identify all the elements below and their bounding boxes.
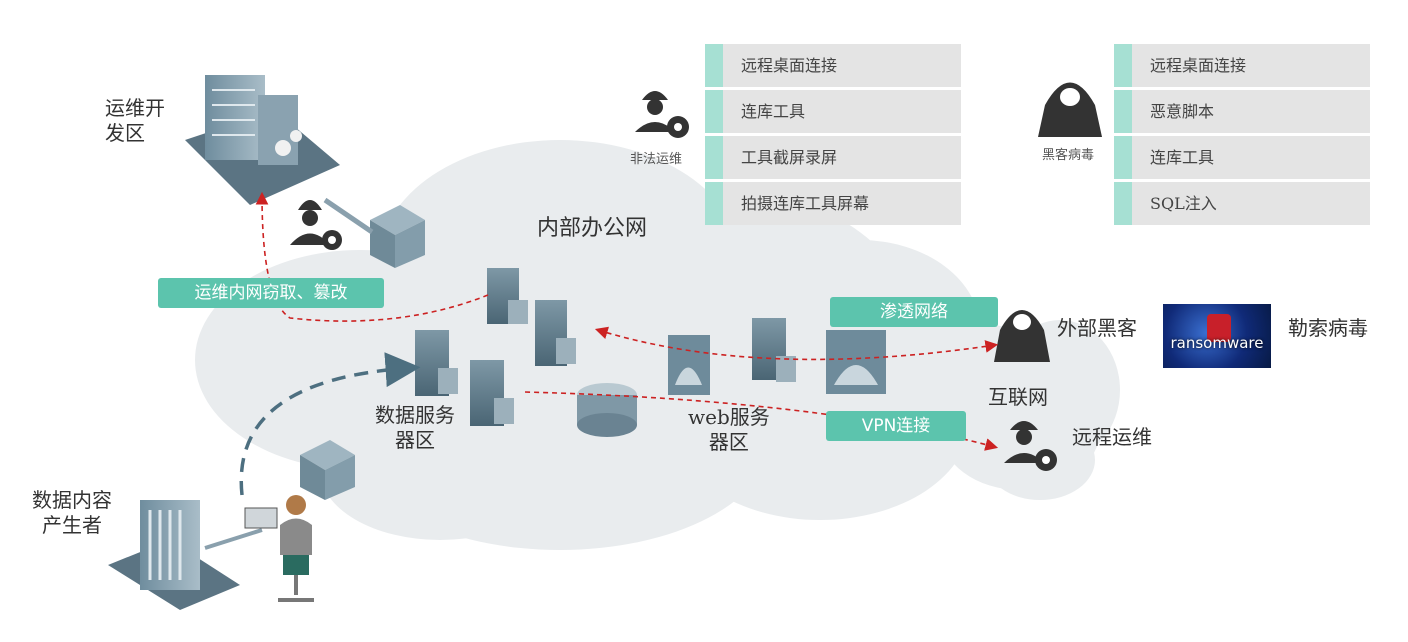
office-network-label: 内部办公网: [537, 216, 648, 241]
list-item: 连库工具: [1114, 136, 1370, 179]
producer-person-icon: [244, 495, 314, 602]
list-item: 连库工具: [705, 90, 961, 133]
remote-ops-label: 远程运维: [1072, 425, 1152, 449]
firewall-2: [826, 330, 886, 394]
list-item: 恶意脚本: [1114, 90, 1370, 133]
list-item: 远程桌面连接: [705, 44, 961, 87]
list-item: 拍摄连库工具屏幕: [705, 182, 961, 225]
web-server-zone-label: web服务器区: [688, 405, 770, 454]
hacker-method-list: 远程桌面连接 恶意脚本 连库工具 SQL注入: [1114, 44, 1370, 228]
illegal-ops-icon: [635, 91, 689, 138]
data-server-1: [487, 268, 528, 324]
content-producer-label: 数据内容产生者: [32, 488, 112, 537]
ransomware-label: 勒索病毒: [1288, 316, 1368, 340]
list-item: 远程桌面连接: [1114, 44, 1370, 87]
government-building: [108, 500, 240, 610]
list-item: 工具截屏录屏: [705, 136, 961, 179]
data-upload-path: [239, 352, 421, 496]
padlock-icon: [1207, 314, 1231, 342]
link-line: [323, 197, 374, 235]
internet-label: 互联网: [988, 385, 1048, 409]
external-hacker-icon: [994, 310, 1050, 362]
illegal-ops-list: 远程桌面连接 连库工具 工具截屏录屏 拍摄连库工具屏幕: [705, 44, 961, 228]
ops-dev-building: [185, 75, 340, 205]
hacker-icon: [1038, 82, 1102, 137]
remote-ops-icon: [1004, 421, 1057, 471]
ransomware-image: ransomware: [1163, 304, 1271, 368]
link-line: [204, 528, 263, 550]
data-server-4: [470, 360, 514, 426]
internal-theft-tag: 运维内网窃取、篡改: [158, 278, 384, 308]
penetration-tag: 渗透网络: [830, 297, 998, 327]
data-server-3: [415, 330, 458, 396]
penetration-path: [594, 326, 999, 361]
ops-dev-zone-label: 运维开发区: [105, 96, 165, 145]
gear-icon: [322, 230, 342, 250]
external-hacker-label: 外部黑客: [1057, 316, 1137, 340]
access-switch-icon: [300, 440, 355, 500]
router-icon: [577, 383, 637, 437]
theft-path: [255, 191, 489, 322]
firewall-1: [668, 335, 710, 395]
ops-staff-icon: [290, 200, 330, 245]
vpn-tag: VPN连接: [826, 411, 966, 441]
data-server-zone-label: 数据服务器区: [375, 403, 455, 452]
ransomware-image-text: ransomware: [1170, 334, 1264, 352]
data-server-2: [535, 300, 576, 366]
switch-icon: [370, 205, 425, 268]
hacker-virus-label: 黑客病毒: [1042, 148, 1095, 163]
vpn-path: [524, 391, 999, 451]
list-item: SQL注入: [1114, 182, 1370, 225]
illegal-ops-label: 非法运维: [630, 152, 683, 167]
